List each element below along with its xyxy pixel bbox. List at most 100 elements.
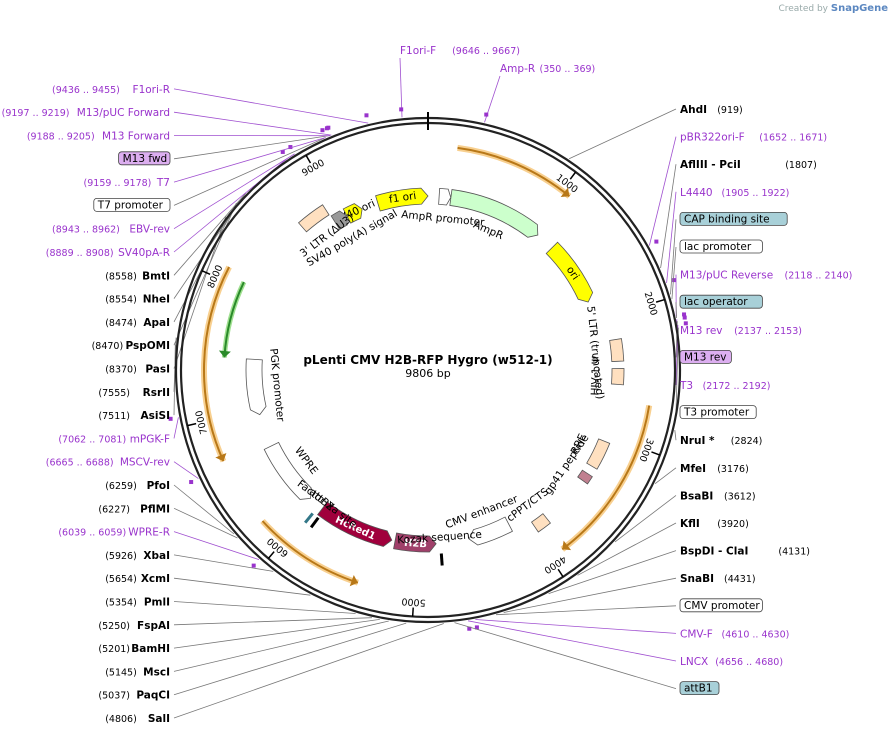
bmti-coord: (8558) — [105, 271, 137, 282]
pfoi-coord: (6259) — [105, 481, 137, 492]
bspdi-clai-name: BspDI - ClaI — [680, 546, 748, 558]
orf-arrowhead — [349, 574, 358, 587]
leader-line — [671, 246, 677, 300]
mfei-coord: (3176) — [717, 464, 749, 475]
cmv-f-coord: (4610 .. 4630) — [722, 629, 790, 640]
f1-ori-feature — [375, 187, 429, 212]
sv40pa-r-name: SV40pA-R — [118, 247, 170, 259]
wpre-feature — [263, 441, 312, 500]
t7-promoter-box — [93, 197, 171, 212]
msci-coord: (5145) — [105, 667, 137, 678]
sali-label-group: SalI(4806) — [105, 713, 170, 725]
m13-puc-forward-coord: (9197 .. 9219) — [2, 108, 70, 119]
t7-coord: (9159 .. 9178) — [84, 178, 152, 189]
lac-promoter-box — [679, 239, 763, 254]
paqci-name: PaqCI — [136, 690, 170, 702]
wpre-r-name: WPRE-R — [128, 527, 170, 539]
primer-site-marker — [288, 145, 293, 150]
leader-line — [173, 601, 356, 614]
leader-line — [503, 577, 677, 613]
map-title: pLenti CMV H2B-RFP Hygro (w512-1) — [303, 353, 552, 367]
leader-line — [173, 554, 274, 572]
gp41-peptide-label: gp41 peptide — [542, 432, 591, 497]
leader-line — [467, 620, 677, 662]
ebv-rev-coord: (8943 .. 8962) — [52, 225, 120, 236]
orf-arrowhead — [562, 540, 572, 551]
leader-line — [568, 108, 677, 160]
cap-binding-site-box-text: CAP binding site — [684, 213, 770, 225]
bmti-label-group: BmtI(8558) — [105, 270, 170, 282]
cap-binding-site-label-group: CAP binding site — [679, 211, 788, 226]
leader-line — [649, 136, 677, 246]
ori-feature — [545, 241, 594, 303]
msci-name: MscI — [143, 666, 170, 678]
tick-mark — [201, 270, 211, 276]
f1ori-r-name: F1ori-R — [133, 84, 170, 96]
mpgk-f-coord: (7062 .. 7081) — [58, 434, 126, 445]
bsabi-name: BsaBI — [680, 490, 713, 502]
tick-mark — [187, 422, 197, 427]
leader-line — [577, 522, 677, 576]
marker-arrowhead — [218, 350, 231, 358]
hiv-1-feature — [611, 368, 625, 386]
orf-arc-glow — [457, 144, 572, 199]
cap-binding-site-box — [679, 211, 788, 226]
pgk-promoter-feature — [245, 358, 267, 416]
h2b-label: H2B — [404, 538, 428, 551]
tick-label: 9000 — [300, 158, 326, 180]
leader-line — [674, 430, 677, 441]
pspomi-coord: (8470) — [92, 341, 124, 352]
leader-line — [670, 219, 677, 295]
leader-line — [173, 137, 326, 183]
leader-line — [660, 164, 677, 269]
apai-name: ApaI — [143, 317, 170, 329]
xcmi-name: XcmI — [141, 573, 170, 585]
bamhi-name: BamHI — [131, 643, 170, 655]
pflmi-name: PflMI — [140, 503, 170, 515]
cmv-promoter-label-group: CMV promoter — [679, 598, 763, 613]
m13-rev-label-group: M13 rev — [679, 349, 732, 364]
leader-line — [666, 191, 677, 283]
leader-line — [173, 484, 235, 535]
snabi-coord: (4431) — [724, 574, 756, 585]
xbai-label-group: XbaI(5926) — [105, 550, 170, 562]
kfli-name: KflI — [680, 518, 700, 530]
marker-arc-glow — [221, 281, 247, 358]
orf-arc-glow — [560, 405, 653, 552]
fspai-name: FspAI — [137, 620, 170, 632]
attb1-box — [679, 681, 720, 695]
leader-line — [454, 622, 677, 689]
cmv-promoter-box-text: CMV promoter — [684, 600, 760, 612]
m13-puc-forward-name: M13/pUC Forward — [77, 107, 170, 119]
tick-mark — [655, 298, 665, 303]
sv40-ori-feature — [342, 203, 363, 224]
t3-label-group: T3(2172 .. 2192) — [679, 380, 770, 392]
f1ori-r-coord: (9436 .. 9455) — [52, 85, 120, 96]
nhei-label-group: NheI(8554) — [105, 294, 170, 306]
t3-coord: (2172 .. 2192) — [703, 381, 771, 392]
tick-mark — [557, 568, 564, 578]
attb1-box-text: attB1 — [684, 683, 713, 695]
pmli-name: PmlI — [144, 597, 170, 609]
rsrii-label-group: RsrII(7555) — [98, 387, 170, 399]
ahdi-name: AhdI — [680, 104, 707, 116]
leader-line — [173, 111, 332, 136]
m13-rev-box-text: M13 rev — [684, 351, 727, 363]
snapgene-logo: SnapGene — [830, 3, 888, 14]
leader-line — [173, 622, 407, 696]
primer-site-marker — [364, 113, 369, 118]
snabi-name: SnaBI — [680, 573, 714, 585]
leader-line — [548, 550, 677, 594]
t3-promoter-box-text: T3 promoter — [683, 407, 750, 419]
nrui-label-group: NruI *(2824) — [680, 435, 762, 447]
pgk-promoter-label: PGK promoter — [267, 348, 286, 423]
lac-operator-label-group: lac operator — [679, 294, 763, 309]
m13-puc-reverse-name: M13/pUC Reverse — [680, 270, 773, 282]
primer-site-marker — [683, 321, 688, 326]
pfoi-label-group: PfoI(6259) — [105, 480, 170, 492]
leader-line — [173, 623, 444, 719]
primer-site-marker — [467, 626, 472, 631]
leader-line — [654, 467, 677, 485]
attb2-feature — [304, 512, 314, 524]
